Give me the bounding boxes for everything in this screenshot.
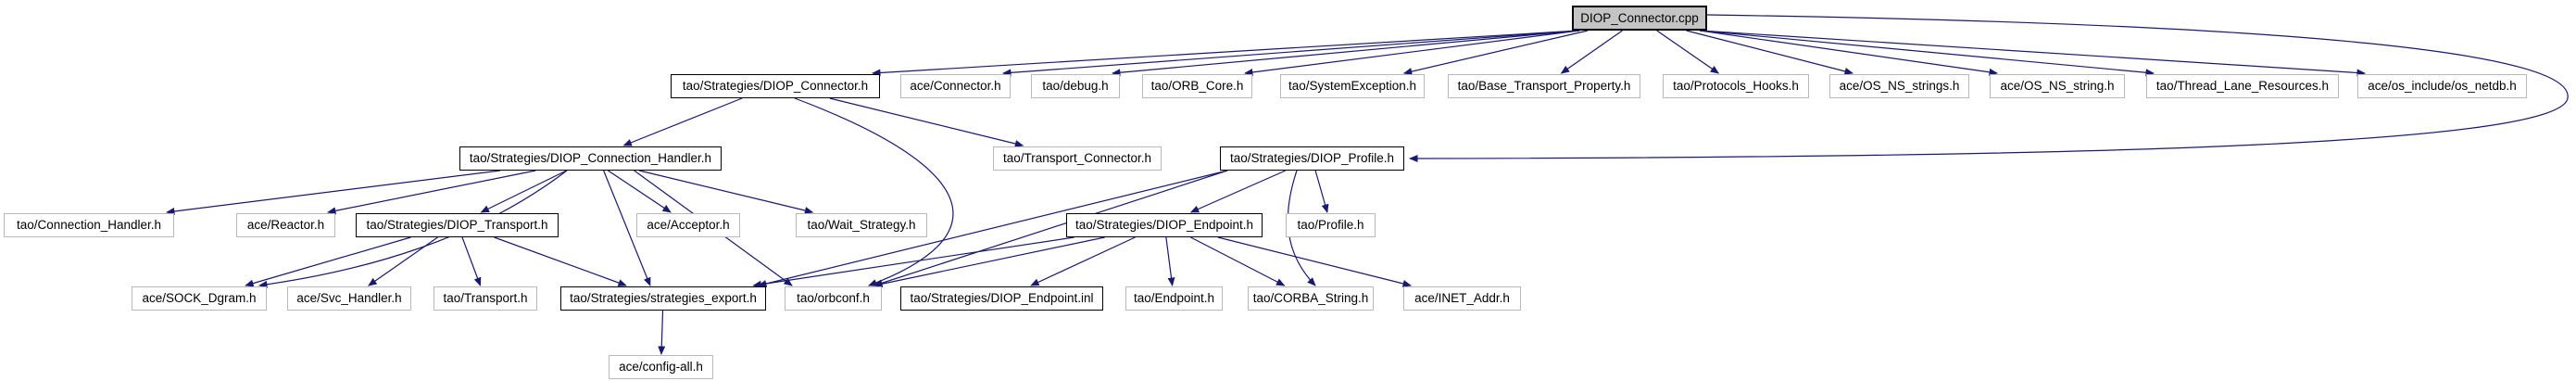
graph-node-s-diop-profile[interactable]: tao/Strategies/DIOP_Profile.h	[1220, 146, 1404, 171]
graph-node-tao-connection-handler: tao/Connection_Handler.h	[4, 213, 174, 237]
edge-cpp-to-s-diop-connector-h	[872, 30, 1580, 77]
edge-cpp-to-tao-systemexception	[1402, 30, 1589, 75]
graph-node-s-diop-transport[interactable]: tao/Strategies/DIOP_Transport.h	[356, 213, 559, 237]
graph-node-tao-base-transport-property: tao/Base_Transport_Property.h	[1448, 74, 1640, 98]
graph-node-tao-profile: tao/Profile.h	[1286, 213, 1376, 237]
edge-s-diop-profile-to-tao-profile	[1314, 170, 1329, 213]
graph-node-tao-debug: tao/debug.h	[1031, 74, 1120, 98]
graph-node-tao-wait-strategy: tao/Wait_Strategy.h	[796, 213, 927, 237]
edge-cpp-to-ace-os-ns-string	[1699, 30, 1998, 76]
edge-cpp-to-s-diop-profile	[1409, 14, 2569, 162]
edge-s-diop-endpoint-to-tao-corba-string	[1190, 236, 1286, 286]
graph-node-ace-os-ns-string: ace/OS_NS_string.h	[1990, 74, 2125, 98]
edge-cpp-to-ace-os-netdb	[1699, 30, 2366, 77]
edge-s-diop-connector-h-to-tao-orbconf	[794, 97, 954, 286]
edge-cpp-to-tao-base-transport-property	[1560, 30, 1623, 74]
graph-node-cpp[interactable]: DIOP_Connector.cpp	[1572, 6, 1707, 31]
graph-node-tao-corba-string: tao/CORBA_String.h	[1248, 286, 1374, 311]
graph-node-tao-transport: tao/Transport.h	[434, 286, 537, 311]
graph-node-s-diop-connector-h[interactable]: tao/Strategies/DIOP_Connector.h	[671, 74, 880, 98]
graph-node-tao-endpoint: tao/Endpoint.h	[1125, 286, 1223, 311]
graph-node-tao-thread-lane-resources: tao/Thread_Lane_Resources.h	[2146, 74, 2339, 98]
edge-s-conn-handler-to-ace-reactor	[327, 170, 536, 215]
edge-s-conn-handler-to-ace-sock-dgram	[258, 170, 568, 288]
graph-node-tao-orb-core: tao/ORB_Core.h	[1142, 74, 1252, 98]
edge-s-diop-transport-to-tao-transport	[461, 236, 482, 286]
graph-node-tao-systemexception: tao/SystemException.h	[1280, 74, 1425, 98]
edge-s-diop-transport-to-ace-svc-handler	[368, 236, 438, 286]
graph-node-ace-os-ns-strings: ace/OS_NS_strings.h	[1829, 74, 1969, 98]
edge-s-diop-profile-to-s-diop-endpoint	[1189, 170, 1287, 213]
edge-s-conn-handler-to-tao-wait-strategy	[639, 170, 814, 214]
graph-node-tao-protocols-hooks: tao/Protocols_Hooks.h	[1663, 74, 1809, 98]
graph-node-ace-reactor: ace/Reactor.h	[236, 213, 335, 237]
graph-node-ace-inet-addr: ace/INET_Addr.h	[1403, 286, 1521, 311]
edge-cpp-to-ace-connector	[1002, 30, 1580, 77]
graph-node-ace-config-all: ace/config-all.h	[609, 355, 713, 379]
edge-cpp-to-tao-thread-lane-resources	[1699, 30, 2155, 77]
edge-s-diop-connector-h-to-tao-transport-connector	[829, 97, 1024, 147]
graph-node-tao-transport-connector: tao/Transport_Connector.h	[993, 146, 1162, 171]
graph-node-ace-acceptor: ace/Acceptor.h	[636, 213, 740, 237]
edge-s-diop-endpoint-to-tao-orbconf	[873, 236, 1105, 288]
edge-s-diop-endpoint-to-ace-inet-addr	[1217, 236, 1412, 287]
edge-s-conn-handler-to-s-diop-transport	[480, 170, 567, 213]
edge-s-diop-profile-to-s-strategies-export	[758, 170, 1228, 287]
edge-s-diop-endpoint-to-tao-endpoint	[1165, 236, 1175, 286]
edge-s-diop-transport-to-ace-sock-dgram	[245, 236, 411, 287]
edge-s-conn-handler-to-tao-connection-handler	[166, 170, 501, 215]
graph-node-ace-sock-dgram: ace/SOCK_Dgram.h	[132, 286, 267, 311]
graph-node-s-diop-endpoint[interactable]: tao/Strategies/DIOP_Endpoint.h	[1066, 213, 1263, 237]
graph-node-s-diop-endpoint-inl[interactable]: tao/Strategies/DIOP_Endpoint.inl	[900, 286, 1103, 311]
edge-cpp-to-ace-os-ns-strings	[1686, 30, 1853, 75]
graph-node-ace-os-netdb: ace/os_include/os_netdb.h	[2357, 74, 2527, 98]
graph-node-s-conn-handler[interactable]: tao/Strategies/DIOP_Connection_Handler.h	[459, 146, 722, 171]
graph-node-ace-svc-handler: ace/Svc_Handler.h	[287, 286, 411, 311]
graph-node-ace-connector: ace/Connector.h	[900, 74, 1011, 98]
edge-s-diop-endpoint-to-s-strategies-export	[752, 236, 1074, 288]
edge-s-conn-handler-to-ace-acceptor	[608, 170, 672, 213]
edge-s-diop-transport-to-s-strategies-export	[494, 236, 627, 286]
edge-s-diop-connector-h-to-s-conn-handler	[622, 97, 743, 146]
edge-cpp-to-tao-debug	[1112, 30, 1580, 77]
edge-s-strategies-export-to-ace-config-all	[658, 310, 666, 355]
edge-s-diop-endpoint-to-s-diop-endpoint-inl	[1030, 236, 1136, 286]
edge-cpp-to-tao-orb-core	[1244, 30, 1580, 76]
edge-s-conn-handler-to-s-strategies-export	[603, 170, 651, 286]
edge-s-diop-profile-to-tao-orbconf	[873, 170, 1228, 287]
graph-node-s-strategies-export[interactable]: tao/Strategies/strategies_export.h	[560, 286, 766, 311]
edge-cpp-to-tao-protocols-hooks	[1656, 30, 1720, 74]
graph-node-tao-orbconf: tao/orbconf.h	[785, 286, 882, 311]
